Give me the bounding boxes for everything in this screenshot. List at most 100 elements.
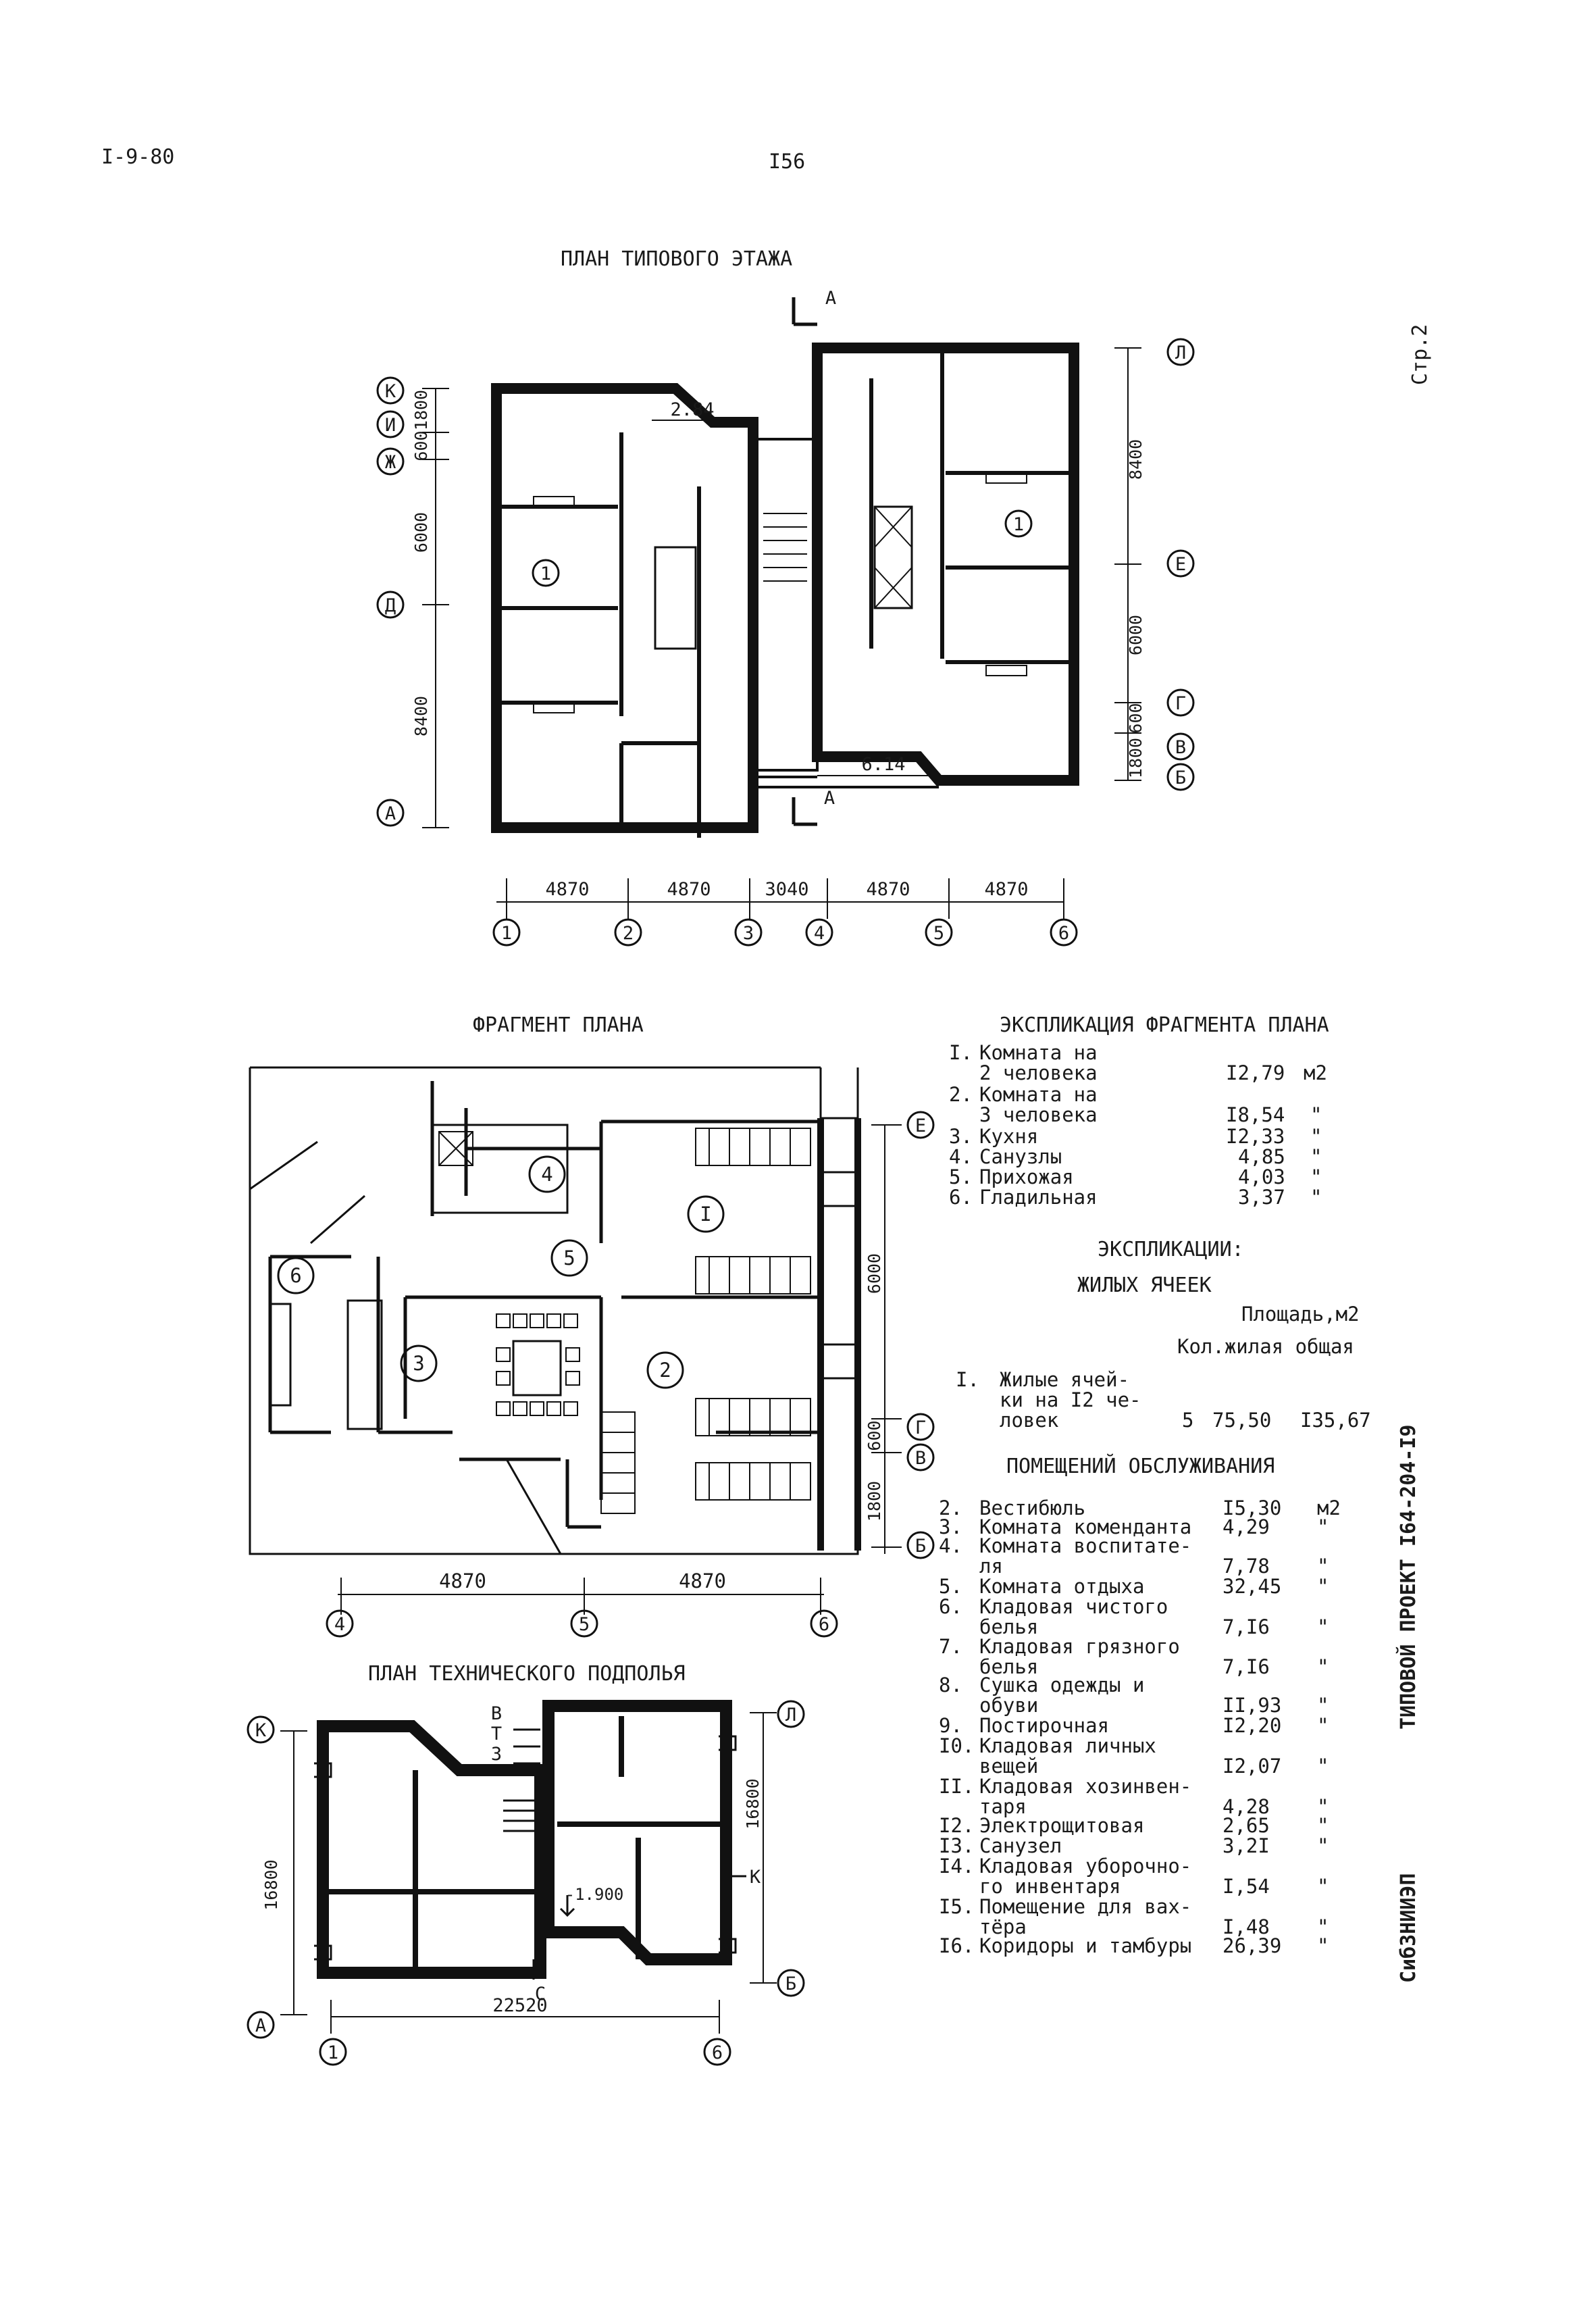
fragment-right-wall	[817, 1118, 861, 1551]
row-name: Комната на	[979, 1083, 1098, 1106]
row-name: Помещение для вах-	[979, 1895, 1192, 1918]
row-count: 5	[1182, 1409, 1194, 1432]
sanitary-left	[654, 546, 697, 650]
row-name-cont: 2 человека	[979, 1061, 1098, 1084]
floor-axis-bubbles-bottom	[492, 918, 1078, 947]
basement-dim-left: 16800	[261, 1859, 281, 1910]
row-value: 2,65	[1222, 1814, 1270, 1837]
floor-axis-v: В	[1175, 737, 1186, 758]
floor-dim-line-bottom	[496, 878, 1064, 919]
floor-dim-l4: 8400	[411, 696, 431, 736]
row-name: Комната на	[979, 1041, 1098, 1064]
row-unit: "	[1310, 1145, 1322, 1168]
row-name-cont: вещей	[979, 1755, 1039, 1778]
floor-dim-b2: 4870	[667, 879, 711, 900]
fragment-dim-r2: 600	[865, 1420, 884, 1451]
row-living: 75,50	[1212, 1409, 1272, 1432]
fragment-beds	[600, 1128, 811, 1514]
basement-axis-a: А	[255, 2015, 266, 2036]
row-num: I4.	[939, 1855, 975, 1878]
row-num: I0.	[939, 1734, 975, 1757]
floor-axis-3: 3	[743, 923, 754, 944]
fragment-room-2: 2	[659, 1359, 671, 1382]
apartment-mark-right-label: 1	[1013, 514, 1024, 535]
floor-axis-g: Г	[1175, 693, 1186, 714]
fragment-dim-r1: 6000	[865, 1253, 884, 1294]
row-value: I5,30	[1222, 1496, 1282, 1519]
row-unit: "	[1310, 1103, 1322, 1126]
row-value: 7,I6	[1222, 1655, 1270, 1678]
row-name: Вестибюль	[979, 1496, 1086, 1519]
basement-dim-right: 16800	[743, 1778, 763, 1829]
row-name: Санузел	[979, 1834, 1062, 1857]
row-name-cont: ля	[979, 1555, 1003, 1578]
row-unit: "	[1317, 1755, 1329, 1778]
floor-axis-d: Д	[385, 595, 396, 616]
explication-cells-title2: ЖИЛЫХ ЯЧЕЕК	[1077, 1274, 1212, 1297]
row-value: 4,85	[1238, 1145, 1285, 1168]
row-unit: "	[1317, 1714, 1329, 1737]
row-num: 8.	[939, 1674, 962, 1696]
fragment-plan	[249, 1066, 935, 1638]
row-num: I3.	[939, 1834, 975, 1857]
row-num: I2.	[939, 1814, 975, 1837]
row-unit: "	[1317, 1934, 1329, 1957]
fragment-axis-b: Б	[915, 1536, 926, 1557]
row-name: Электрощитовая	[979, 1814, 1145, 1837]
basement-axis-l: Л	[786, 1705, 796, 1726]
floor-dim-r3: 600	[1126, 703, 1145, 733]
row-unit: "	[1317, 1795, 1329, 1818]
row-value: I2,79	[1226, 1061, 1285, 1084]
row-name: Сушка одежды и	[979, 1674, 1145, 1696]
fragment-axis-g: Г	[915, 1417, 926, 1438]
series-code: I-9-80	[101, 145, 175, 169]
floor-axis-l: Л	[1175, 343, 1186, 363]
basement-dim-line-bottom	[330, 2000, 720, 2034]
typical-floor-plan	[376, 297, 1195, 947]
floor-axis-6: 6	[1058, 923, 1069, 944]
fragment-sanitary	[431, 1124, 569, 1214]
row-num: 7.	[939, 1635, 962, 1658]
floor-axis-4: 4	[814, 923, 825, 944]
floor-axis-2: 2	[623, 923, 634, 944]
row-unit: "	[1310, 1125, 1322, 1148]
basement-level: -1.900	[565, 1885, 624, 1904]
explication-fragment-title: ЭКСПЛИКАЦИЯ ФРАГМЕНТА ПЛАНА	[1000, 1013, 1329, 1037]
explication-service-title: ПОМЕЩЕНИЙ ОБСЛУЖИВАНИЯ	[1006, 1455, 1275, 1478]
row-value: I,48	[1222, 1915, 1270, 1938]
fragment-axis-bubbles	[326, 1111, 935, 1638]
apartment-mark-left-label: 1	[540, 563, 551, 584]
section-label-top: А	[825, 288, 836, 309]
row-name: Комната отдыха	[979, 1575, 1145, 1598]
row-unit: "	[1310, 1186, 1322, 1209]
row-num: 9.	[939, 1714, 962, 1737]
basement-axis-6: 6	[712, 2042, 723, 2063]
floor-dim-r2: 6000	[1126, 615, 1145, 655]
row-total: I35,67	[1300, 1409, 1371, 1432]
row-unit: м2	[1304, 1061, 1327, 1084]
basement-level-arrow	[559, 1895, 575, 1917]
right-partitions	[869, 348, 1074, 664]
row-name: Прихожая	[979, 1165, 1074, 1188]
row-unit: "	[1317, 1814, 1329, 1837]
floor-axis-zh: Ж	[385, 452, 396, 473]
stair-core	[752, 438, 819, 772]
fragment-plan-title: ФРАГМЕНТ ПЛАНА	[473, 1013, 644, 1037]
fragment-windows	[821, 1171, 858, 1380]
fragment-partitions	[268, 1081, 821, 1529]
fragment-room-3: 3	[413, 1352, 424, 1375]
row-num: 4.	[949, 1145, 973, 1168]
page-number: I56	[769, 150, 806, 174]
row-name: Кладовая чистого	[979, 1595, 1168, 1618]
floor-axis-5: 5	[933, 923, 944, 944]
basement-stairs	[503, 1799, 544, 1832]
floor-dim-r4: 1800	[1126, 738, 1145, 778]
fragment-room-6: 6	[290, 1264, 301, 1287]
row-unit: "	[1317, 1515, 1329, 1538]
row-name: Гладильная	[979, 1186, 1098, 1209]
row-name: Комната воспитате-	[979, 1534, 1192, 1557]
row-name: Санузлы	[979, 1145, 1062, 1168]
row-name: Жилые ячей-	[1000, 1368, 1130, 1391]
row-value: II,93	[1222, 1694, 1282, 1717]
